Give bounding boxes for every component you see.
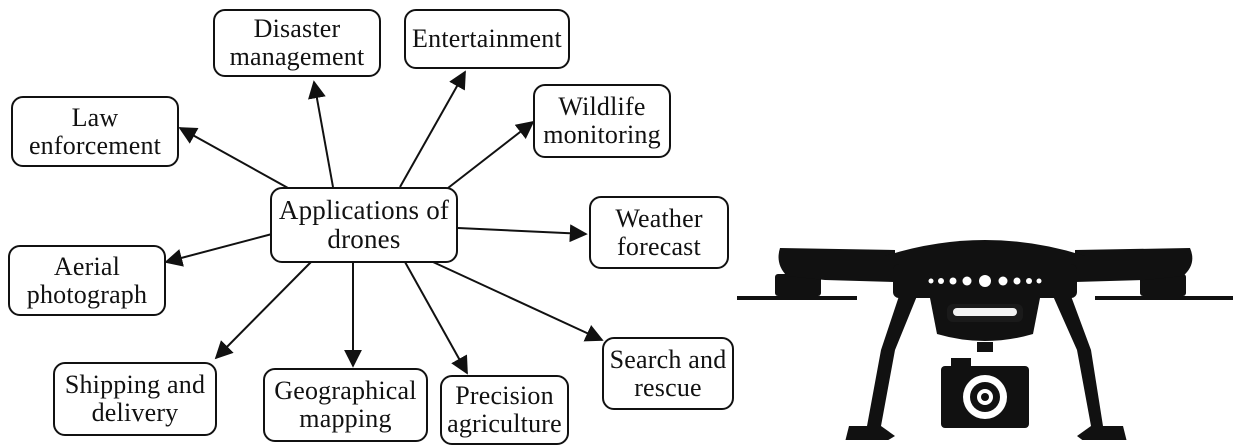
node-search-and-rescue: Search and rescue (602, 337, 734, 410)
center-node: Applications of drones (270, 187, 458, 263)
rotor-blade-right (1095, 296, 1233, 300)
arm-left (778, 248, 895, 282)
node-disaster-management: Disaster management (213, 9, 381, 77)
drone-top-cover (885, 240, 1085, 268)
arrow-disaster (308, 80, 334, 188)
drone-illustration (737, 240, 1233, 440)
node-law-enforcement: Law enforcement (11, 96, 179, 167)
node-entertainment: Entertainment (404, 9, 570, 69)
node-geographical-mapping: Geographical mapping (263, 368, 428, 442)
node-shipping-and-delivery: Shipping and delivery (53, 362, 217, 436)
arrow-search (432, 261, 604, 342)
arrow-weather (457, 224, 588, 243)
node-aerial-photograph: Aerial photograph (8, 245, 166, 316)
arrow-layer (164, 70, 604, 375)
arm-right (1075, 248, 1193, 282)
node-wildlife-monitoring: Wildlife monitoring (533, 84, 671, 158)
arrow-law (178, 127, 289, 189)
node-weather-forecast: Weather forecast (589, 196, 729, 269)
landing-leg-right (1053, 296, 1127, 440)
arrow-shipping (214, 261, 312, 360)
arrow-wildlife (447, 120, 535, 189)
node-precision-agriculture: Precision agriculture (440, 375, 569, 445)
arrow-aerial (164, 233, 273, 267)
arrow-precision (404, 261, 468, 375)
rotor-blade-left (737, 296, 857, 300)
arrow-entertainment (399, 70, 466, 188)
landing-leg-left (845, 296, 917, 440)
